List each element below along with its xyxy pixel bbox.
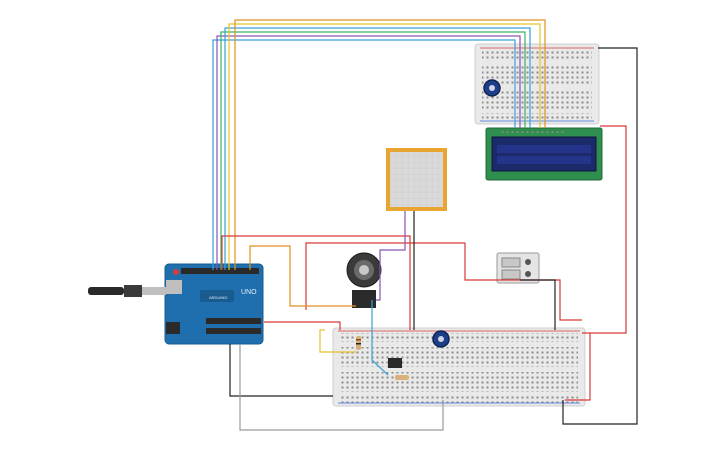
wire-misc (239, 211, 444, 431)
rotary-encoder[interactable] (346, 252, 382, 308)
arduino-brand-label: ARDUINO (209, 295, 227, 300)
wire-power-red (221, 125, 627, 401)
lcd-display[interactable] (485, 127, 603, 181)
lcd-contrast-potentiometer[interactable] (483, 79, 501, 97)
resistor-icon-2[interactable] (395, 375, 409, 380)
arduino-model-label: UNO (241, 289, 257, 296)
pushbutton-icon[interactable] (496, 252, 540, 284)
wire-ground-black (229, 47, 638, 425)
usb-cable-icon[interactable] (88, 285, 166, 297)
arduino-uno-board[interactable]: UNO ARDUINO (164, 263, 264, 345)
wire-bundle-lcd (212, 19, 546, 270)
main-breadboard[interactable] (332, 327, 586, 407)
ic-chip-icon[interactable] (388, 358, 402, 368)
top-breadboard[interactable] (474, 43, 600, 125)
square-pressure-sensor[interactable] (386, 148, 447, 211)
resistor-icon[interactable] (356, 336, 361, 350)
breadboard-potentiometer[interactable] (432, 330, 450, 348)
